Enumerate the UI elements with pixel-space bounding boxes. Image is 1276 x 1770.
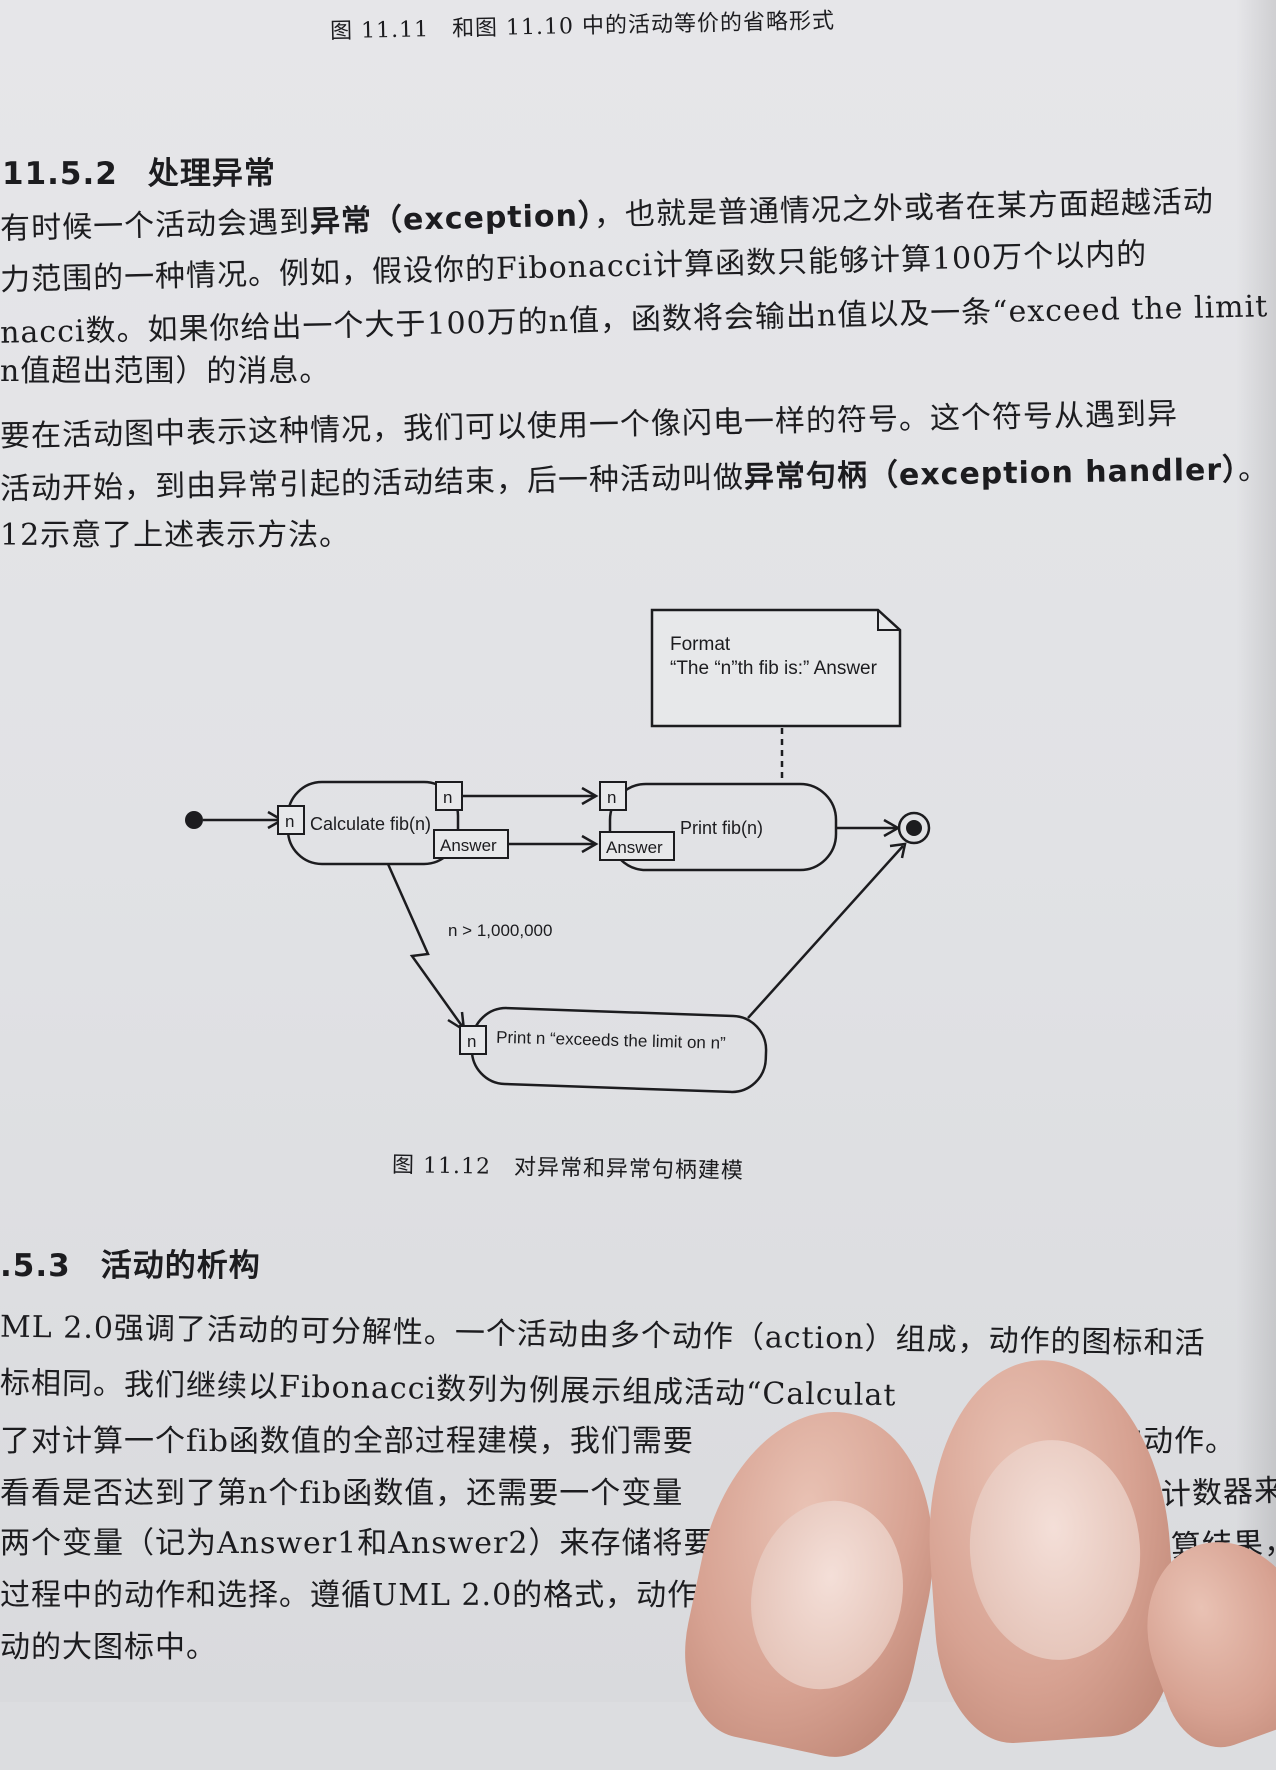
exception-handler-label: Print n “exceeds the limit on n” [496,1028,726,1053]
text-line: n值超出范围）的消息。 [0,354,331,389]
text-line: nacci数。如果你给出一个大于100万的n值，函数将会输出n值以及一条“exc… [0,288,1276,351]
section-number: 11.5.2 [2,156,118,192]
section-heading-1: 11.5.2 处理异常 [2,148,276,193]
pin-n-label: n [607,788,616,807]
text-line: 标相同。我们继续以Fibonacci数列为例展示组成活动“Calculat [0,1365,897,1414]
note-line-1: Format [670,634,731,655]
initial-node [185,811,203,829]
flow-handler-final [747,845,904,1019]
arrowhead [581,786,599,806]
section-number: .5.3 [0,1248,71,1284]
bold-term: 异常（exception） [309,198,595,240]
final-node-dot [906,820,922,836]
section-title: 活动的析构 [100,1248,261,1284]
top-figure-caption: 图 11.11 和图 11.10 中的活动等价的省略形式 [329,8,836,45]
text-span: 有时候一个活动会遇到 [0,204,311,247]
text-span: 活动开始，到由异常引起的活动结束，后一种活动叫做 [0,460,745,507]
section-heading-2: .5.3 活动的析构 [0,1240,261,1285]
text-line: 12示意了上述表示方法。 [0,518,351,553]
text-line: 了对计算一个fib函数值的全部过程建模，我们需要 [0,1424,694,1459]
figure-caption: 图 11.12 对异常和异常句柄建模 [391,1152,745,1185]
pin-n-label: n [467,1032,476,1051]
print-fib-label: Print fib(n) [680,818,763,838]
pin-answer-label: Answer [606,838,663,857]
note-box [650,608,902,728]
text-line: 有时候一个活动会遇到异常（exception），也就是普通情况之外或者在某方面超… [0,184,1214,248]
text-line: 过程中的动作和选择。遵循UML 2.0的格式，动作 [0,1578,699,1613]
text-line: ML 2.0强调了活动的可分解性。一个活动由多个动作（action）组成，动作的… [0,1309,1206,1362]
page-edge-shadow [1236,0,1276,1702]
text-line: 看看是否达到了第n个fib函数值，还需要一个变量 [0,1476,684,1511]
text-line: 力范围的一种情况。例如，假设你的Fibonacci计算函数只能够计算100万个以… [0,236,1148,299]
input-pin-n [459,1025,487,1055]
final-node-ring [897,811,931,845]
guard-label: n > 1,000,000 [448,921,552,940]
note-fold [877,610,900,631]
calculate-label: Calculate fib(n) [310,814,431,834]
text-span: 。 [1237,452,1270,488]
arrowhead [581,834,599,854]
text-line: 要在活动图中表示这种情况，我们可以使用一个像闪电一样的符号。这个符号从遇到异 [0,396,1179,455]
text-line: 动的大图标中。 [0,1630,217,1665]
exception-lightning-edge [386,863,464,1027]
text-span: ，也就是普通情况之外或者在某方面超越活动 [593,184,1215,234]
pin-n-label: n [285,812,294,831]
arrowhead [889,842,907,859]
pin-answer-label: Answer [440,836,497,855]
text-line: 两个变量（记为Answer1和Answer2）来存储将要 [0,1526,715,1561]
input-pin-n [599,781,627,811]
text-line: 活动开始，到由异常引起的活动结束，后一种活动叫做异常句柄（exception h… [0,452,1269,508]
section-title: 处理异常 [147,156,276,192]
input-pin-n [277,805,305,835]
bold-term: 异常句柄（exception handler） [743,452,1239,496]
note-line-2: “The “n”th fib is:” Answer [670,658,878,679]
input-pin-answer [599,831,675,861]
output-pin-answer [433,829,509,859]
pin-n-label: n [443,788,452,807]
activity-diagram: Format “The “n”th fib is:” Answer n Calc… [185,608,931,1094]
